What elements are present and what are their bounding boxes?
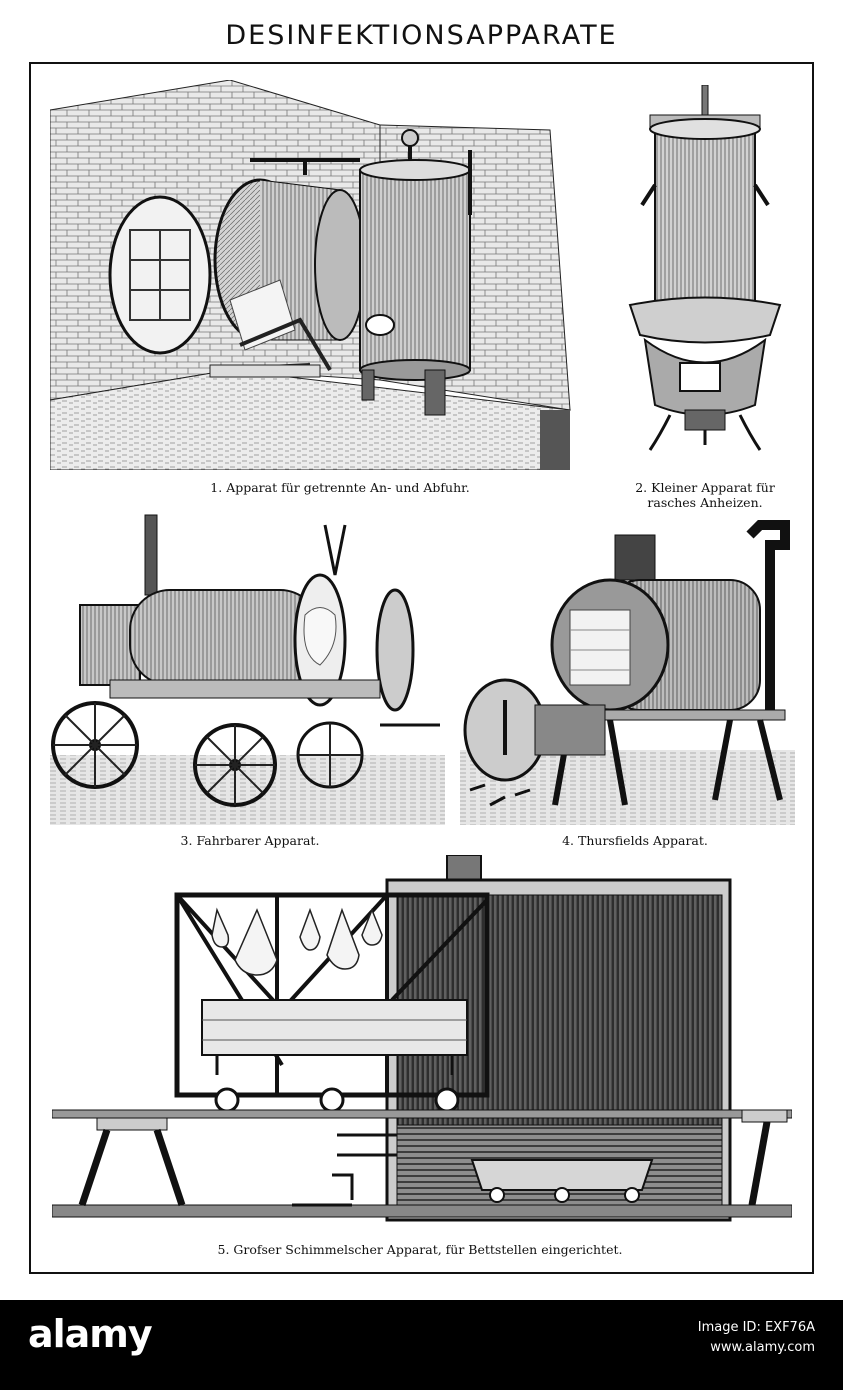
plate-frame bbox=[29, 62, 814, 1274]
figure-2-caption-line-1: 2. Kleiner Apparat für bbox=[635, 480, 775, 495]
watermark-logo: alamy bbox=[28, 1312, 153, 1356]
watermark-image-id: Image ID: EXF76A bbox=[697, 1320, 815, 1335]
figure-3-illustration bbox=[50, 505, 445, 825]
figure-5-caption: 5. Grofser Schimmelscher Apparat, für Be… bbox=[217, 1242, 623, 1257]
figure-1-caption: 1. Apparat für getrennte An- und Abfuhr. bbox=[210, 480, 470, 495]
figure-1-illustration bbox=[50, 80, 580, 470]
figure-5-illustration bbox=[52, 855, 792, 1240]
figure-2-caption: 2. Kleiner Apparat für rasches Anheizen. bbox=[600, 480, 810, 510]
watermark-url: www.alamy.com bbox=[710, 1340, 815, 1355]
figure-2-illustration bbox=[620, 85, 790, 460]
figure-4-caption: 4. Thursfields Apparat. bbox=[562, 833, 708, 848]
figure-3-caption: 3. Fahrbarer Apparat. bbox=[180, 833, 320, 848]
figure-4-illustration bbox=[460, 515, 795, 825]
watermark-footer bbox=[0, 1300, 843, 1390]
page-title: DESINFEKTIONSAPPARATE bbox=[225, 20, 618, 51]
figure-2-caption-line-2: rasches Anheizen. bbox=[647, 495, 763, 510]
